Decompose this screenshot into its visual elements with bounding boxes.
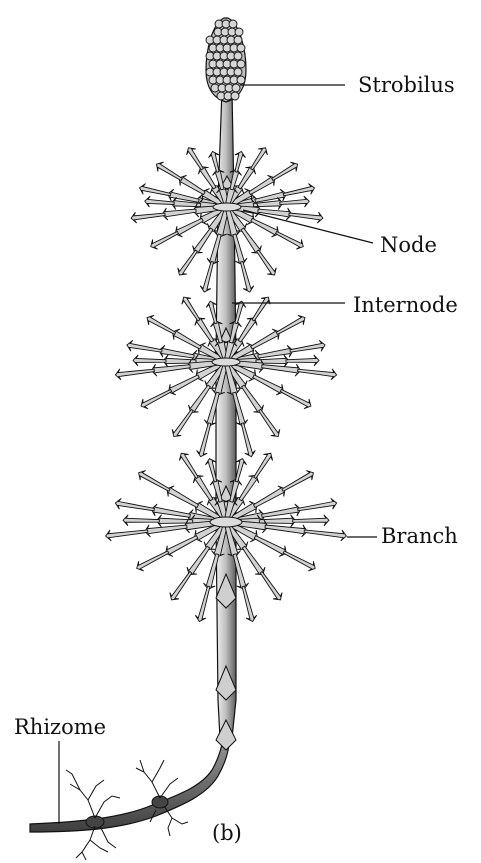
- sporangiophore: [233, 51, 243, 61]
- internode-label: Internode: [353, 293, 458, 317]
- sporangiophore: [233, 67, 243, 77]
- branch: [223, 360, 256, 458]
- root: [149, 809, 157, 823]
- branch: [199, 205, 230, 293]
- sporangiophore: [233, 35, 243, 45]
- sporangiophore: [236, 59, 246, 69]
- node-disc-lower: [209, 516, 243, 528]
- sporangiophore: [230, 91, 240, 101]
- root: [81, 851, 87, 861]
- sporangiophore: [228, 19, 238, 29]
- root: [65, 769, 81, 791]
- node-label: Node: [380, 233, 437, 257]
- root: [163, 805, 189, 825]
- root: [151, 759, 165, 783]
- roots: [65, 759, 189, 861]
- root: [167, 817, 173, 837]
- root: [87, 779, 105, 801]
- root: [94, 795, 121, 819]
- sporangiophore: [231, 83, 241, 93]
- root: [99, 825, 117, 849]
- sporangiophore: [236, 43, 246, 53]
- sporangiophore: [236, 75, 246, 85]
- node-disc-middle: [211, 357, 241, 367]
- branch: [150, 204, 229, 250]
- branch: [223, 520, 283, 601]
- rhizome: [29, 735, 231, 833]
- root: [89, 839, 109, 853]
- node-disc-upper: [212, 202, 242, 212]
- root: [75, 825, 96, 859]
- sporangiophore: [234, 27, 244, 37]
- branch: [194, 520, 229, 623]
- root: [69, 783, 96, 819]
- strobilus-cone: [205, 17, 247, 103]
- branch-label: Branch: [381, 524, 458, 548]
- branch: [196, 360, 229, 458]
- node-leader: [242, 209, 374, 244]
- root: [135, 767, 161, 799]
- root: [139, 759, 145, 773]
- branch: [171, 360, 229, 438]
- strobilus-label: Strobilus: [358, 73, 455, 97]
- branch: [224, 150, 246, 209]
- rhizome-label: Rhizome: [14, 715, 106, 739]
- figure-caption: (b): [212, 821, 242, 845]
- root: [159, 777, 179, 799]
